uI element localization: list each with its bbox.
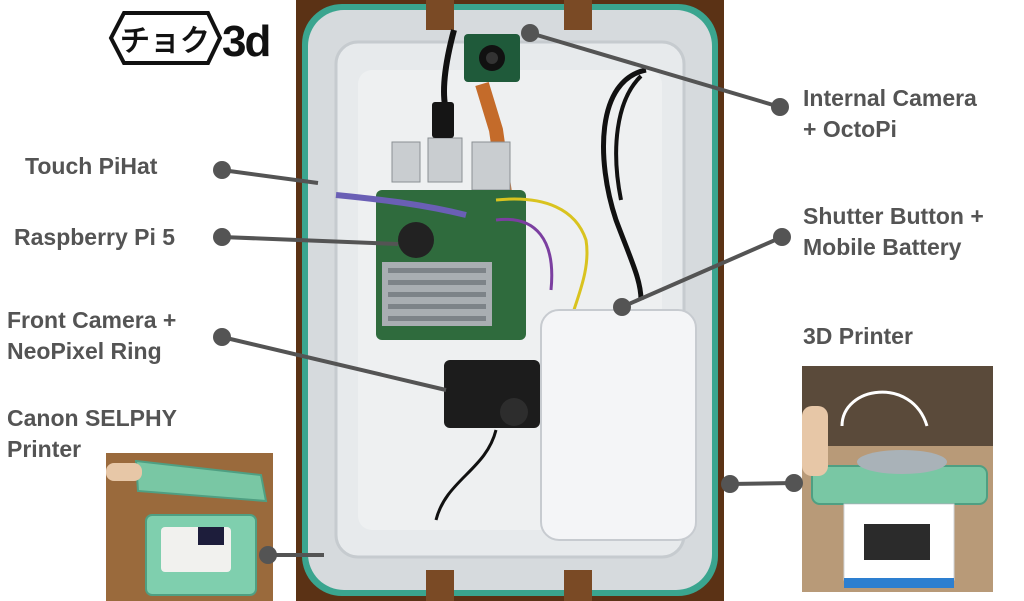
callout-dot-touch-pihat xyxy=(213,161,231,179)
label-raspberry-pi: Raspberry Pi 5 xyxy=(14,224,176,250)
choku-3d-logo: チョク 3d xyxy=(108,11,271,66)
jumper-wires xyxy=(335,192,467,218)
callout-dot-shutter-end xyxy=(773,228,791,246)
jumper-wires-2 xyxy=(495,197,589,321)
logo-kana: チョク xyxy=(120,24,210,59)
jumper-wires-3 xyxy=(495,217,554,291)
camera-icon xyxy=(464,34,520,82)
top-clip-left xyxy=(426,0,454,30)
label-front-camera: Front Camera + NeoPixel Ring xyxy=(7,307,177,364)
label-canon-selphy: Canon SELPHY Printer xyxy=(7,405,177,462)
callout-dot-front-camera xyxy=(213,328,231,346)
3d-printer-photo xyxy=(802,366,993,592)
callout-dot-internal-camera-end xyxy=(771,98,789,116)
usb-port-2 xyxy=(427,137,463,183)
label-3d-printer: 3D Printer xyxy=(803,323,913,349)
logo-suffix: 3d xyxy=(222,17,269,66)
top-clip-right xyxy=(564,0,592,30)
battery-icon xyxy=(540,309,697,541)
callout-dot-raspberry-pi xyxy=(213,228,231,246)
canon-selphy-photo xyxy=(106,453,273,601)
usb-port-1 xyxy=(391,141,421,183)
neopixel-ring-icon xyxy=(444,360,540,428)
ethernet-port xyxy=(471,141,511,191)
orange-cable xyxy=(434,429,498,521)
label-internal-camera: Internal Camera + OctoPi xyxy=(803,85,977,142)
callout-dot-3d-printer-end xyxy=(785,474,803,492)
bottom-clip-right xyxy=(564,570,592,601)
label-touch-pihat: Touch PiHat xyxy=(25,153,158,179)
label-shutter-button: Shutter Button + Mobile Battery xyxy=(803,203,984,260)
logo-hexagon xyxy=(108,11,223,65)
usb-plug xyxy=(432,102,454,138)
main-enclosure-photo xyxy=(296,0,724,601)
callout-line-3d-printer xyxy=(729,481,795,486)
bottom-clip-left xyxy=(426,570,454,601)
raspberry-pi-board-icon xyxy=(376,190,526,340)
